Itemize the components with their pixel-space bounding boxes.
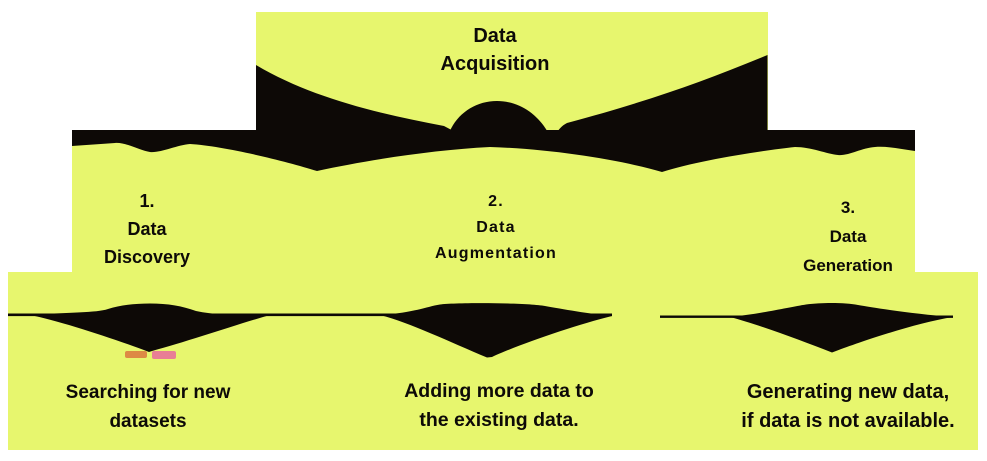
- branch2-description: Adding more data to the existing data.: [404, 377, 594, 435]
- root-label-line1: Data: [473, 25, 517, 47]
- branch2-number: 2.: [488, 193, 504, 210]
- branch1-label: 1. Data Discovery: [104, 187, 190, 271]
- branch1-desc-line2: datasets: [109, 411, 187, 432]
- branch2-name-line1: Data: [476, 219, 516, 236]
- descriptions-panel: [8, 272, 978, 450]
- descriptions-rule-left: [8, 313, 612, 317]
- branch3-name-line2: Generation: [803, 256, 893, 275]
- branch1-description: Searching for new datasets: [66, 378, 231, 436]
- root-node-left-swoosh: [256, 65, 453, 131]
- root-node-right-swoosh: [558, 55, 768, 131]
- root-node-label: Data Acquisition: [441, 22, 550, 78]
- root-node-center-hump: [450, 101, 547, 131]
- branch3-description: Generating new data, if data is not avai…: [741, 378, 954, 436]
- branches-band-panel: [72, 130, 915, 272]
- branch3-desc-line1: Generating new data,: [746, 381, 950, 403]
- branch2-name-line2: Augmentation: [435, 245, 557, 262]
- branch3-number: 3.: [840, 198, 856, 217]
- branch1-name-line1: Data: [127, 219, 167, 239]
- branch3-name-line1: Data: [829, 227, 867, 246]
- orange-highlight-mark: [125, 351, 147, 358]
- branch2-connector-blob: [380, 303, 612, 358]
- branch2-label: 2. Data Augmentation: [435, 189, 557, 267]
- root-label-line2: Acquisition: [440, 53, 550, 75]
- branch2-desc-line1: Adding more data to: [404, 380, 594, 402]
- branches-band-wave: [72, 130, 915, 172]
- branch3-desc-line2: if data is not available.: [741, 410, 955, 432]
- branch1-connector-blob: [30, 303, 270, 352]
- pink-highlight-mark: [152, 351, 176, 359]
- branch2-desc-line2: the existing data.: [419, 409, 579, 431]
- branch1-name-line2: Discovery: [103, 247, 191, 267]
- branch3-connector-blob: [730, 303, 953, 353]
- branch3-label: 3. Data Generation: [803, 193, 893, 280]
- branch1-desc-line1: Searching for new: [65, 382, 231, 403]
- branch1-number: 1.: [139, 191, 155, 211]
